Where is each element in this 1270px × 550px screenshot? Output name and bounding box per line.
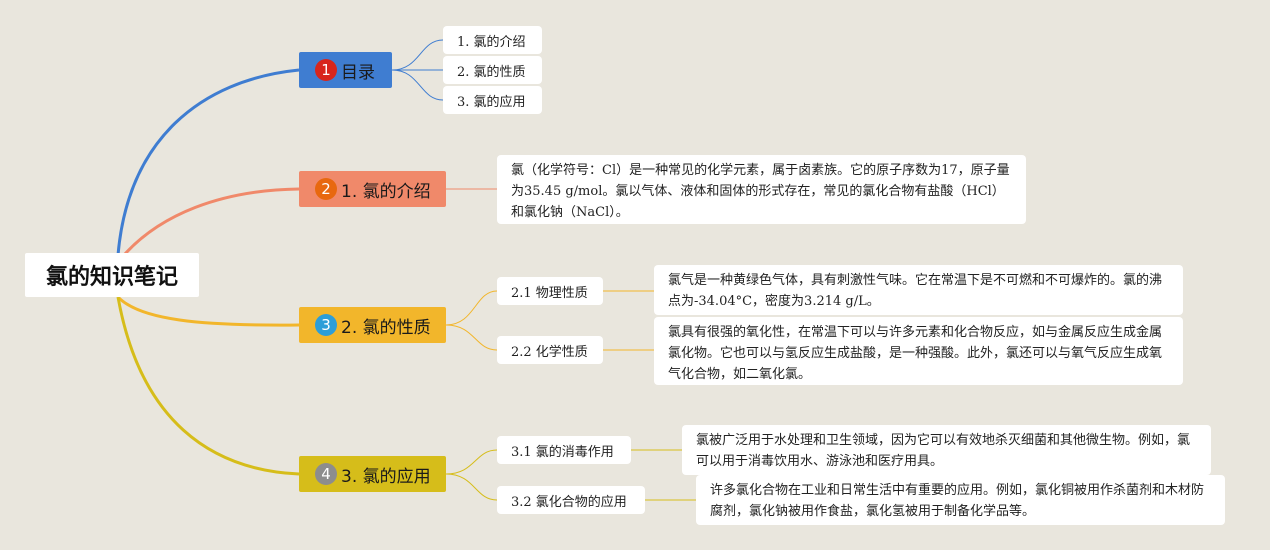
intro-note[interactable]: 氯（化学符号：Cl）是一种常见的化学元素，属于卤素族。它的原子序数为17，原子量… <box>497 155 1026 224</box>
branch-intro[interactable]: 2 1. 氯的介绍 <box>299 171 446 207</box>
branch-applications-label: 3. 氯的应用 <box>341 466 431 487</box>
connector-properties-2 <box>445 324 498 351</box>
branch-properties-label: 2. 氯的性质 <box>341 317 431 338</box>
compounds-note[interactable]: 许多氯化合物在工业和日常生活中有重要的应用。例如，氯化铜被用作杀菌剂和木材防腐剂… <box>696 475 1225 525</box>
toc-item-intro[interactable]: 1. 氯的介绍 <box>443 26 542 54</box>
connector-applications-2 <box>445 473 498 501</box>
connector-toc-1 <box>391 39 444 71</box>
badge-icon: 2 <box>315 178 337 200</box>
badge-icon: 3 <box>315 314 337 336</box>
connector-properties-1 <box>445 290 498 326</box>
connector-root-properties <box>116 295 300 327</box>
branch-toc-label: 目录 <box>341 62 375 83</box>
branch-applications[interactable]: 4 3. 氯的应用 <box>299 456 446 492</box>
physical-note[interactable]: 氯气是一种黄绿色气体，具有刺激性气味。它在常温下是不可燃和不可爆炸的。氯的沸点为… <box>654 265 1183 315</box>
toc-item-properties[interactable]: 2. 氯的性质 <box>443 56 542 84</box>
branch-intro-label: 1. 氯的介绍 <box>341 181 431 202</box>
connector-root-applications <box>116 296 300 476</box>
connector-toc-3 <box>391 69 444 101</box>
branch-properties[interactable]: 3 2. 氯的性质 <box>299 307 446 343</box>
connector-applications-1 <box>445 449 498 475</box>
badge-icon: 1 <box>315 59 337 81</box>
branch-toc[interactable]: 1 目录 <box>299 52 392 88</box>
connector-root-intro <box>122 187 300 257</box>
toc-item-applications[interactable]: 3. 氯的应用 <box>443 86 542 114</box>
badge-icon: 4 <box>315 463 337 485</box>
disinfection-note[interactable]: 氯被广泛用于水处理和卫生领域，因为它可以有效地杀灭细菌和其他微生物。例如，氯可以… <box>682 425 1211 475</box>
subtopic-chemical[interactable]: 2.2 化学性质 <box>497 336 603 364</box>
subtopic-physical[interactable]: 2.1 物理性质 <box>497 277 603 305</box>
chemical-note[interactable]: 氯具有很强的氧化性，在常温下可以与许多元素和化合物反应，如与金属反应生成金属氯化… <box>654 317 1183 385</box>
subtopic-compounds[interactable]: 3.2 氯化合物的应用 <box>497 486 645 514</box>
connector-root-toc <box>116 68 300 256</box>
root-topic[interactable]: 氯的知识笔记 <box>25 253 199 297</box>
root-title: 氯的知识笔记 <box>45 265 178 290</box>
subtopic-disinfection[interactable]: 3.1 氯的消毒作用 <box>497 436 631 464</box>
